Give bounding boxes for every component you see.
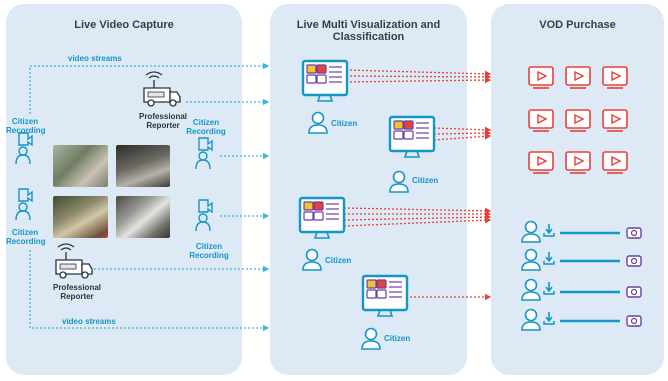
play-video-icon (565, 151, 591, 174)
play-video-icon (565, 109, 591, 132)
vod-purchase-panel: VOD Purchase (491, 4, 664, 375)
video-streams-label: video streams (62, 317, 116, 326)
citizen-avatar-icon (521, 220, 541, 243)
monitor-icon (298, 196, 346, 240)
purchase-row (521, 278, 642, 301)
play-video-icon (602, 109, 628, 132)
coin-icon (626, 227, 642, 239)
camera-person-icon (15, 132, 33, 165)
monitor-icon (301, 59, 349, 103)
citizen-avatar-icon (521, 248, 541, 271)
citizen-avatar-icon (302, 248, 322, 271)
citizen-label: Citizen (331, 119, 358, 128)
play-video-icon (602, 66, 628, 89)
video-streams-label: video streams (68, 54, 122, 63)
download-icon (543, 251, 555, 265)
citizen-avatar-icon (389, 170, 409, 193)
citizen-avatar-icon (361, 327, 381, 350)
download-icon (543, 223, 555, 237)
camera-person-icon (15, 188, 33, 221)
coin-icon (626, 315, 642, 327)
purchase-row (521, 308, 642, 331)
citizen-avatar-icon (308, 111, 328, 134)
download-icon (543, 311, 555, 325)
play-video-icon (528, 109, 554, 132)
citizen-avatar-icon (521, 278, 541, 301)
panel-title: VOD Purchase (539, 19, 616, 31)
citizen-avatar-icon (521, 308, 541, 331)
coin-icon (626, 286, 642, 298)
citizen-label: Citizen (325, 256, 352, 265)
camera-person-icon (195, 199, 213, 232)
citizen-label: Citizen (412, 176, 439, 185)
play-video-icon (565, 66, 591, 89)
citizen-label: Citizen (384, 334, 411, 343)
news-van-icon (55, 243, 93, 279)
video-thumbnail (53, 145, 108, 187)
panel-title: Live Video Capture (74, 19, 174, 31)
play-video-icon (602, 151, 628, 174)
play-video-icon (528, 66, 554, 89)
video-thumbnail (53, 196, 108, 238)
play-video-icon (528, 151, 554, 174)
monitor-icon (361, 274, 409, 318)
download-icon (543, 281, 555, 295)
coin-icon (626, 255, 642, 267)
purchase-row (521, 220, 642, 243)
news-van-icon (143, 71, 181, 107)
video-thumbnail (116, 145, 170, 187)
camera-person-icon (195, 137, 213, 170)
monitor-icon (388, 115, 436, 159)
panel-title: Live Multi Visualization and Classificat… (296, 19, 441, 43)
purchase-row (521, 248, 642, 271)
video-thumbnail (116, 196, 170, 238)
video-stream-arrows (29, 62, 270, 332)
classification-arrows (343, 69, 492, 301)
